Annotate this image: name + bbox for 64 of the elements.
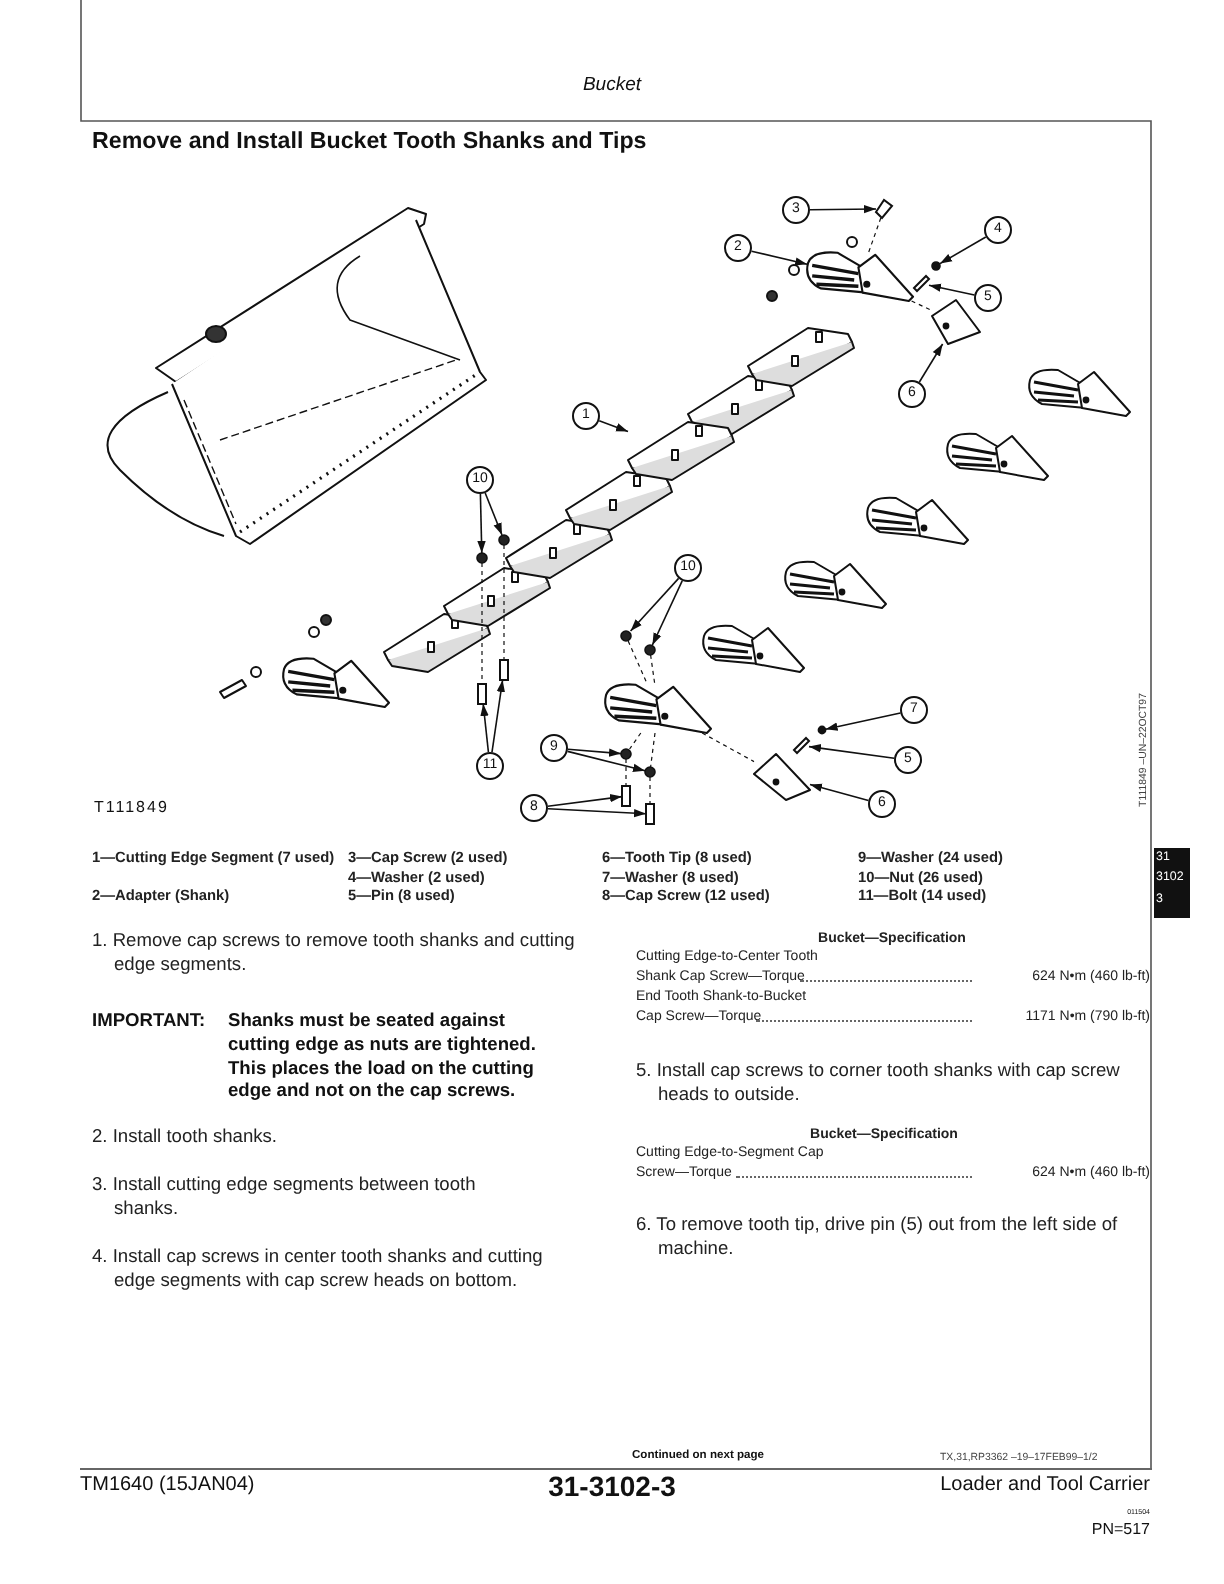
nut-icon	[644, 644, 656, 656]
page-header: Bucket	[580, 74, 644, 96]
bolt-icon	[477, 683, 487, 705]
cutting-edge-segment-drawing	[627, 421, 735, 481]
leader-line	[480, 703, 490, 753]
page-number: 31-3102-3	[546, 1470, 678, 1502]
leader-line	[651, 580, 683, 646]
figure-number: T111849	[94, 798, 169, 816]
machine-name: Loader and Tool Carrier	[940, 1474, 1150, 1496]
nut-icon	[498, 534, 510, 546]
leader-line	[928, 283, 976, 296]
leader-line	[484, 492, 503, 536]
instruction-step: 2. Install tooth shanks.	[92, 1126, 594, 1149]
alignment-line	[868, 217, 882, 253]
bolt-icon	[874, 198, 894, 220]
leader-line	[939, 236, 987, 265]
alignment-line	[629, 732, 642, 750]
cap-screw-icon	[621, 785, 631, 807]
important-note: Shanks must be seated against cutting edge as nuts are tightened. This places the load on the cutting edge and not on the cap screws.	[228, 1010, 538, 1105]
tooth-shank-drawing	[806, 251, 915, 303]
instruction-step: 5. Install cap screws to corner tooth shanks with cap screw heads to outside.	[636, 1060, 1142, 1106]
leader-line	[824, 712, 902, 731]
leader-line	[809, 783, 870, 802]
alignment-line	[650, 732, 656, 768]
washer-icon	[817, 725, 827, 735]
alignment-line	[627, 640, 648, 685]
important-label: IMPORTANT:	[92, 1010, 206, 1034]
leader-line	[567, 748, 622, 757]
manual-number: TM1640 (15JAN04)	[80, 1474, 255, 1496]
instruction-step: 4. Install cap screws in center tooth shanks and cutting edge segments with cap screw heads on bottom.	[92, 1246, 566, 1292]
leader-line	[598, 420, 629, 433]
pin-icon	[912, 274, 931, 293]
instruction-step: 3. Install cutting edge segments between tooth shanks.	[92, 1174, 514, 1220]
nut-icon	[476, 552, 488, 564]
alignment-line	[625, 758, 627, 787]
washer-icon	[620, 748, 632, 760]
instruction-step: 1. Remove cap screws to remove tooth shanks and cutting edge segments.	[92, 930, 578, 976]
leader-line	[566, 750, 646, 772]
instruction-step: 6. To remove tooth tip, drive pin (5) out from the left side of machine.	[636, 1214, 1146, 1260]
alignment-line	[503, 544, 505, 661]
page-code: PN=517	[1091, 1520, 1150, 1538]
tooth-shank-drawing	[604, 683, 713, 735]
alignment-line	[649, 776, 651, 805]
tooth-tip-drawing	[931, 299, 981, 345]
alignment-line	[911, 300, 933, 312]
alignment-line	[650, 654, 656, 685]
washer-icon	[644, 766, 656, 778]
leader-line	[750, 250, 808, 266]
leader-line	[808, 744, 895, 759]
title: Remove and Install Bucket Tooth Shanks and Tips	[92, 128, 647, 154]
tooth-tip-drawing	[753, 753, 811, 801]
alignment-line	[481, 562, 483, 685]
nut-icon	[620, 630, 632, 642]
leader-line	[491, 679, 505, 753]
leader-line	[809, 204, 877, 214]
leader-line	[629, 577, 680, 632]
leader-line	[477, 493, 486, 554]
cap-screw-icon	[645, 803, 655, 825]
leader-line	[547, 793, 623, 807]
leader-line	[918, 343, 944, 383]
washer-icon	[931, 261, 941, 271]
leader-line	[547, 808, 647, 818]
alignment-line	[701, 732, 755, 763]
bolt-icon	[499, 659, 509, 681]
